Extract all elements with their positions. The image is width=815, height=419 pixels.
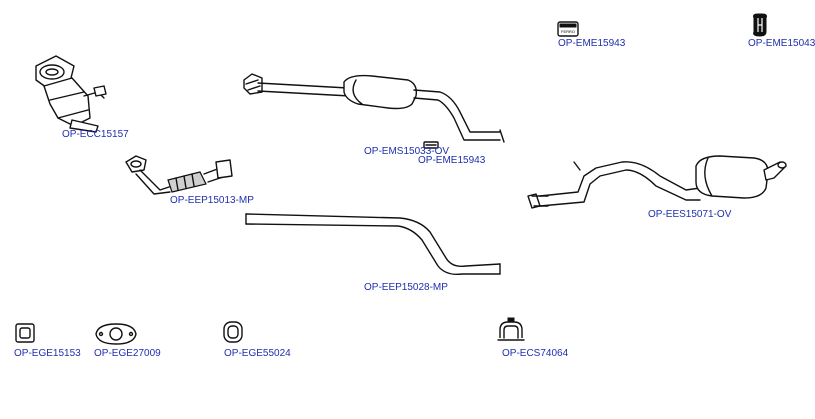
mount-rubber-top-icon[interactable]: FERRO (557, 21, 579, 37)
rear-silencer-icon[interactable] (527, 155, 787, 209)
exhaust-parts-diagram: FERRO OP-ECC15157 OP-EEP (14, 13, 815, 359)
part-link-ecc15157[interactable]: OP-ECC15157 (62, 129, 129, 140)
part-link-ecs74064[interactable]: OP-ECS74064 (502, 348, 569, 359)
catalytic-converter-icon[interactable] (35, 55, 107, 133)
mount-hanger-icon[interactable] (753, 13, 767, 37)
middle-silencer-icon[interactable] (243, 73, 505, 143)
clamp-icon[interactable] (497, 317, 525, 341)
part-link-eep15028-mp[interactable]: OP-EEP15028-MP (364, 282, 448, 293)
parts-drawing: FERRO (15, 13, 787, 345)
badge-label: FERRO (561, 29, 575, 34)
intermediate-pipe-icon[interactable] (245, 213, 501, 276)
part-link-ees15071-ov[interactable]: OP-EES15071-OV (648, 209, 732, 220)
part-link-ege15153[interactable]: OP-EGE15153 (14, 348, 81, 359)
clamp-small-icon[interactable] (423, 141, 439, 149)
part-link-eme15943-mid[interactable]: OP-EME15943 (418, 155, 486, 166)
part-link-eme15943-top[interactable]: OP-EME15943 (558, 38, 626, 49)
part-link-ege27009[interactable]: OP-EGE27009 (94, 348, 161, 359)
part-link-eep15013-mp[interactable]: OP-EEP15013-MP (170, 195, 254, 206)
part-link-ems15033-ov[interactable]: OP-EMS15033-OV (364, 146, 450, 157)
gasket-square-icon[interactable] (15, 323, 35, 343)
gasket-ring-icon[interactable] (223, 321, 243, 343)
part-link-ege55024[interactable]: OP-EGE55024 (224, 348, 291, 359)
part-link-eme15043[interactable]: OP-EME15043 (748, 38, 815, 49)
front-pipe-icon[interactable] (125, 155, 233, 195)
gasket-oval-icon[interactable] (95, 323, 137, 345)
